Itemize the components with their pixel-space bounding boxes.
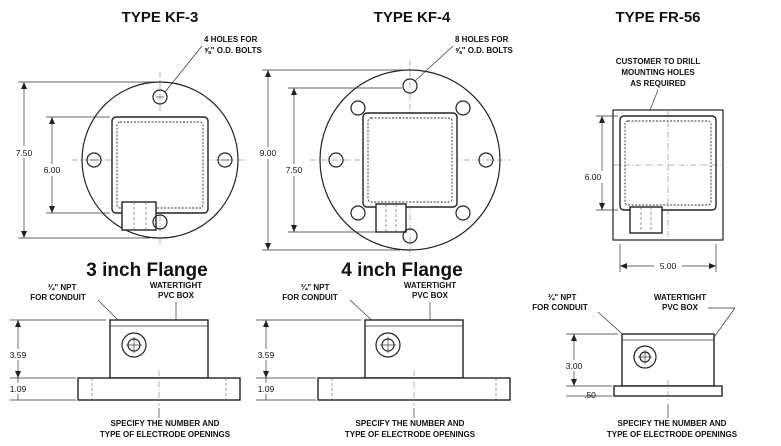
kf3-specify-line2: TYPE OF ELECTRODE OPENINGS <box>100 430 231 439</box>
kf3-holes-note-line2: ⅝" O.D. BOLTS <box>204 46 263 55</box>
kf4-dim-base: 1.09 <box>258 384 275 394</box>
bolt-hole-icon <box>152 89 168 105</box>
conduit-port-icon <box>375 332 401 358</box>
kf4-box-line2: PVC BOX <box>412 291 449 300</box>
kf3-flange-label: 3 inch Flange <box>86 260 207 281</box>
fr56-specify-line1: SPECIFY THE NUMBER AND <box>618 419 727 428</box>
kf4-dim-inner: 7.50 <box>286 165 303 175</box>
kf3-dim-outer: 7.50 <box>16 148 33 158</box>
bolt-hole-icon <box>328 152 344 168</box>
fr56-conduit-stub <box>629 206 663 234</box>
kf3-specify-line1: SPECIFY THE NUMBER AND <box>111 419 220 428</box>
kf3-top-view: 4 HOLES FOR ⅝" O.D. BOLTS 7.50 6.00 <box>12 35 263 246</box>
fr56-side-view: ¾" NPT FOR CONDUIT WATERTIGHT PVC BOX 3.… <box>532 293 738 439</box>
kf4-npt-line2: FOR CONDUIT <box>282 293 338 302</box>
title-kf4: TYPE KF-4 <box>374 9 451 26</box>
fr56-box-line2: PVC BOX <box>662 303 699 312</box>
kf3-npt-line1: ¾" NPT <box>48 283 77 292</box>
kf4-side-view: ¾" NPT FOR CONDUIT WATERTIGHT PVC BOX 3.… <box>254 281 511 439</box>
kf4-specify-line1: SPECIFY THE NUMBER AND <box>356 419 465 428</box>
kf4-dim-height: 3.59 <box>258 350 275 360</box>
kf3-side-box <box>109 319 209 379</box>
fr56-npt-line1: ¾" NPT <box>548 293 577 302</box>
fr56-customer-note-line3: AS REQUIRED <box>630 79 686 88</box>
bolt-hole-icon <box>402 78 418 94</box>
kf3-box <box>111 116 209 214</box>
kf3-holes-note-line1: 4 HOLES FOR <box>204 35 258 44</box>
kf4-box <box>362 112 458 208</box>
title-fr56: TYPE FR-56 <box>615 9 700 26</box>
bolt-hole-icon <box>455 205 471 221</box>
kf3-box-line2: PVC BOX <box>158 291 195 300</box>
bolt-hole-icon <box>217 152 233 168</box>
kf3-dim-inner: 6.00 <box>44 165 61 175</box>
fr56-customer-note-line1: CUSTOMER TO DRILL <box>616 57 701 66</box>
bolt-hole-icon <box>402 228 418 244</box>
fr56-side-box <box>621 333 715 387</box>
bolt-hole-icon <box>455 100 471 116</box>
bolt-hole-icon <box>350 205 366 221</box>
kf3-conduit-stub <box>121 201 157 231</box>
bolt-hole-icon <box>478 152 494 168</box>
kf4-holes-note-line1: 8 HOLES FOR <box>455 35 509 44</box>
kf4-specify-line2: TYPE OF ELECTRODE OPENINGS <box>345 430 476 439</box>
kf4-top-view: 8 HOLES FOR ⅝" O.D. BOLTS 9.00 7.50 <box>255 35 514 258</box>
kf4-npt-line1: ¾" NPT <box>301 283 330 292</box>
kf4-box-line1: WATERTIGHT <box>404 281 456 290</box>
fr56-npt-line2: FOR CONDUIT <box>532 303 588 312</box>
kf4-holes-note-line2: ⅝" O.D. BOLTS <box>455 46 514 55</box>
bolt-hole-icon <box>152 214 168 230</box>
bolt-hole-icon <box>350 100 366 116</box>
kf3-npt-line2: FOR CONDUIT <box>30 293 86 302</box>
kf3-dim-height: 3.59 <box>10 350 27 360</box>
title-kf3: TYPE KF-3 <box>122 9 199 26</box>
fr56-top-view: CUSTOMER TO DRILL MOUNTING HOLES AS REQU… <box>583 57 724 272</box>
kf3-side-view: ¾" NPT FOR CONDUIT WATERTIGHT PVC BOX 3.… <box>6 281 241 439</box>
fr56-specify-line2: TYPE OF ELECTRODE OPENINGS <box>607 430 738 439</box>
conduit-port-icon <box>121 332 147 358</box>
kf4-dim-outer: 9.00 <box>260 148 277 158</box>
bolt-hole-icon <box>86 152 102 168</box>
fr56-dim-height-top: 6.00 <box>585 172 602 182</box>
fr56-box-line1: WATERTIGHT <box>654 293 706 302</box>
fr56-dim-width: 5.00 <box>660 261 677 271</box>
kf3-dim-base: 1.09 <box>10 384 27 394</box>
fr56-dim-base: .50 <box>584 390 596 400</box>
kf4-flange-label: 4 inch Flange <box>341 260 462 281</box>
kf3-box-line1: WATERTIGHT <box>150 281 202 290</box>
fr56-customer-note-line2: MOUNTING HOLES <box>621 68 695 77</box>
kf4-side-box <box>364 319 464 379</box>
conduit-port-icon <box>633 345 657 369</box>
kf4-conduit-stub <box>375 203 407 233</box>
fr56-dim-height: 3.00 <box>566 361 583 371</box>
